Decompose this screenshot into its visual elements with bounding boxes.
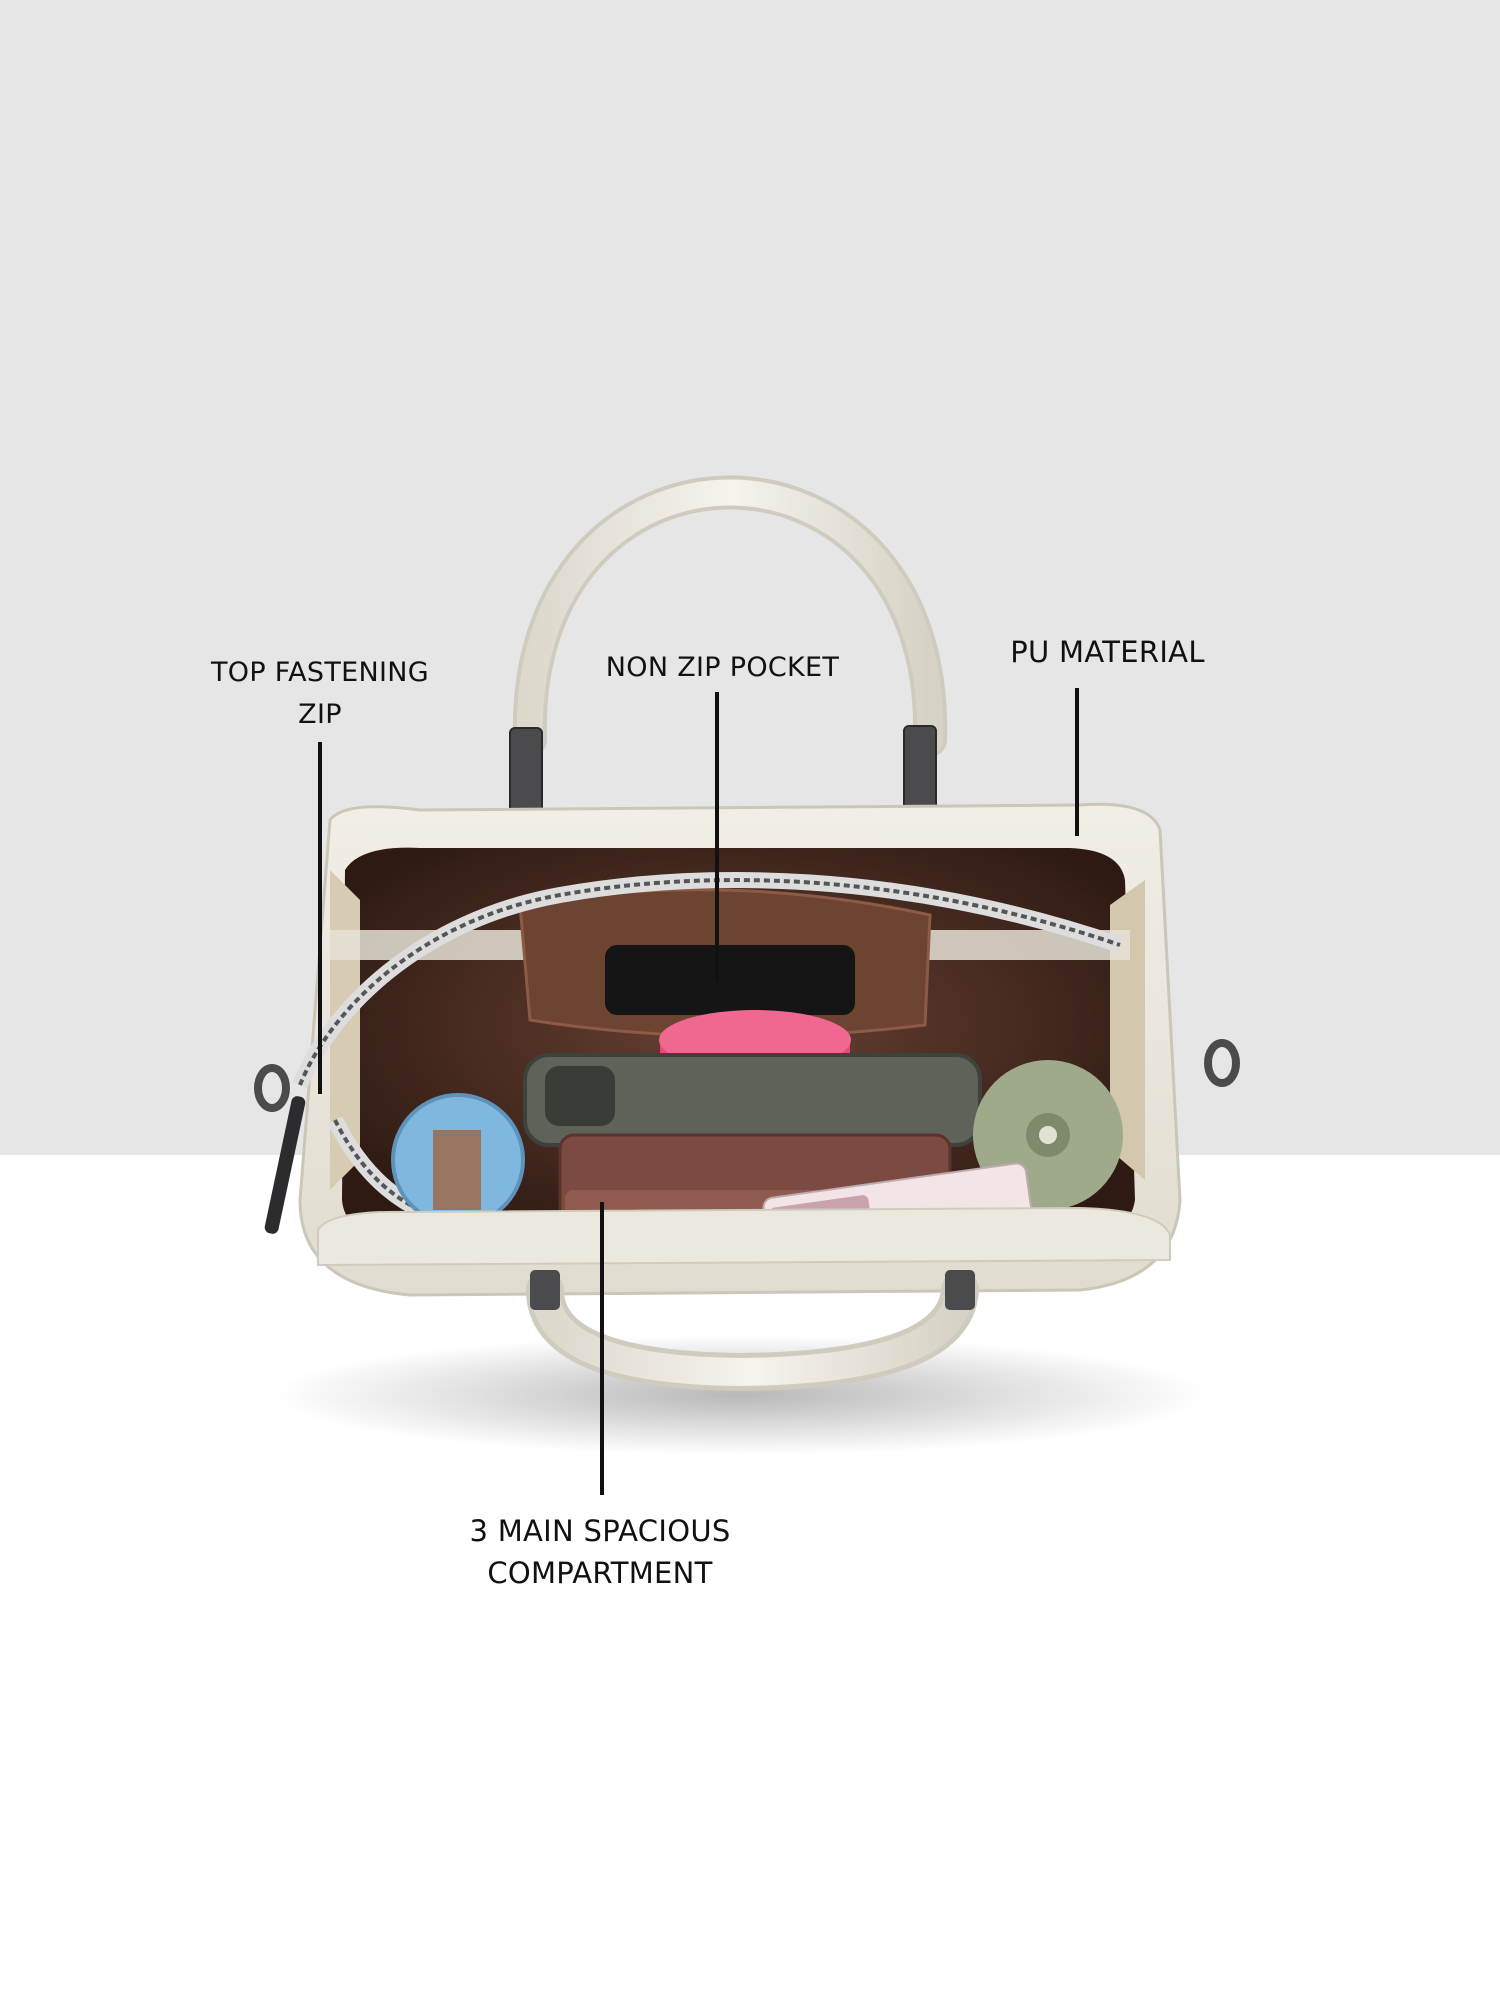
side-buckles <box>254 1039 1240 1112</box>
black-pouch <box>605 945 855 1015</box>
bag-shadow <box>270 1335 1210 1455</box>
callout-non-zip-pocket: NON ZIP POCKET <box>590 650 855 686</box>
leader-line-non-zip-pocket <box>715 692 719 982</box>
leader-line-main-compartment <box>600 1202 604 1495</box>
callout-pu-material: PU MATERIAL <box>1000 632 1215 672</box>
front-rim <box>317 1206 1171 1267</box>
back-handle <box>512 475 948 757</box>
callout-pu-material-line1: PU MATERIAL <box>1010 635 1205 669</box>
leader-line-pu-material <box>1075 688 1079 836</box>
callout-top-fastening-zip: TOP FASTENING ZIP <box>200 652 440 736</box>
callout-main-compartment-line1: 3 MAIN SPACIOUS <box>469 1514 731 1548</box>
studio-backdrop-floor <box>0 1155 1500 2000</box>
callout-main-compartment-line2: COMPARTMENT <box>487 1556 713 1590</box>
callout-non-zip-pocket-line1: NON ZIP POCKET <box>605 652 840 683</box>
callout-top-zip-line1: TOP FASTENING <box>210 657 429 688</box>
leader-line-top-zip <box>318 742 322 1094</box>
callout-top-zip-line2: ZIP <box>298 699 342 730</box>
callout-main-compartment: 3 MAIN SPACIOUS COMPARTMENT <box>450 1510 750 1594</box>
zip-pull <box>264 1096 306 1234</box>
